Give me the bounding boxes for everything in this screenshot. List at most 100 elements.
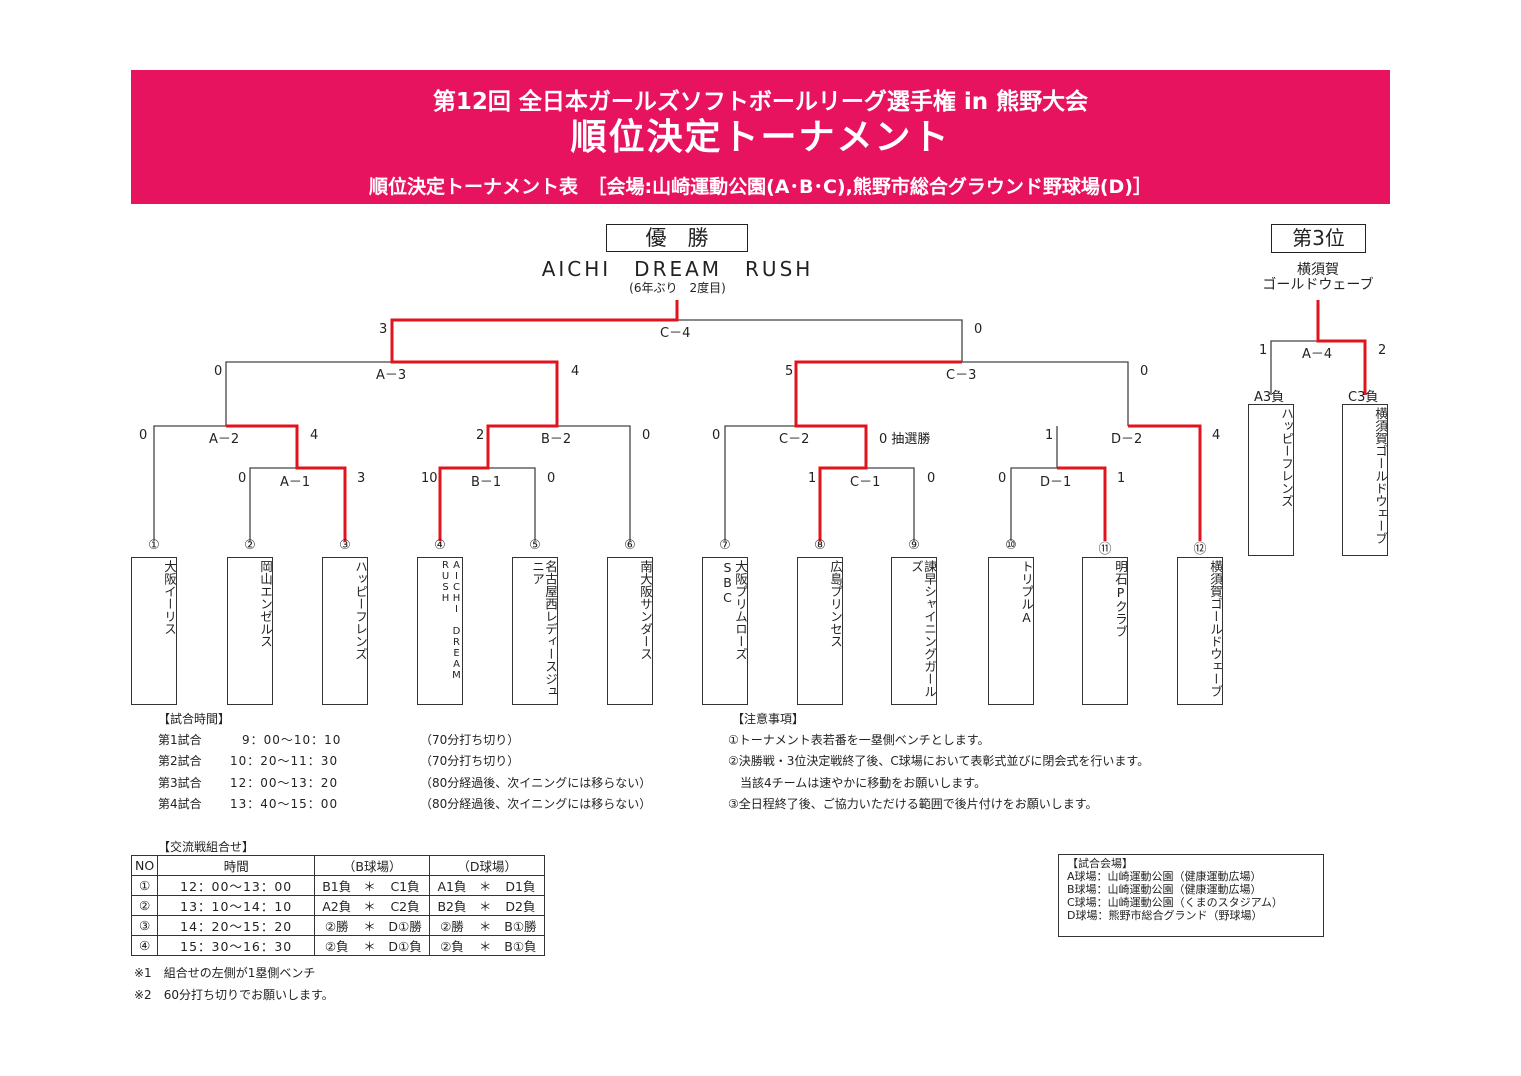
table-row: ③ 14：20～15：20 ②勝 ＊ D①勝 ②勝 ＊ B①勝 bbox=[130, 915, 546, 936]
team-box-3: ハッピーフレンズ bbox=[322, 557, 368, 705]
seed-1: ① bbox=[148, 538, 160, 553]
game-a1-label: A－1 bbox=[280, 475, 311, 490]
schedule-game-2: 第2試合 bbox=[158, 754, 202, 768]
team-name: 諫早シャイニングガールズ bbox=[909, 560, 937, 698]
seed-6: ⑥ bbox=[624, 538, 636, 553]
schedule-title: 【試合時間】 bbox=[158, 712, 231, 726]
cell: C1負 bbox=[380, 875, 431, 896]
cell: B1負 bbox=[314, 875, 359, 896]
team-name: 南大阪サンダース bbox=[638, 560, 653, 660]
cell: ② bbox=[130, 895, 159, 916]
schedule-note-2: （70分打ち切り） bbox=[420, 754, 520, 768]
cross-game-table: NO 時間 （B球場） （D球場） ① 12：00～13：00 B1負 ＊ C1… bbox=[130, 855, 546, 956]
team-box-7: 大阪プリムローズSBC bbox=[702, 557, 748, 705]
game-a4-right-score: 2 bbox=[1378, 343, 1387, 358]
seed-5: ⑤ bbox=[529, 538, 541, 553]
third-place-label: 第3位 bbox=[1271, 224, 1366, 253]
team-box-12: 横須賀ゴールドウェーブ bbox=[1177, 557, 1223, 705]
table-header-row: NO 時間 （B球場） （D球場） bbox=[130, 855, 546, 876]
cell: 13：10～14：10 bbox=[157, 895, 316, 916]
game-d2-right-score: 4 bbox=[1212, 428, 1221, 443]
game-a2-left-score: 0 bbox=[139, 428, 148, 443]
cell: B①勝 bbox=[496, 915, 546, 936]
third-right-label: C3負 bbox=[1348, 390, 1379, 405]
team-name: ハッピーフレンズ bbox=[353, 560, 368, 660]
cell: A1負 bbox=[429, 875, 474, 896]
seed-7: ⑦ bbox=[719, 538, 731, 553]
schedule-game-1: 第1試合 bbox=[158, 733, 202, 747]
third-place-team-line2: ゴールドウェーブ bbox=[1262, 277, 1374, 293]
seed-10: ⑩ bbox=[1005, 538, 1017, 553]
game-b1-right-score: 0 bbox=[547, 471, 556, 486]
page-title: 順位決定トーナメント bbox=[570, 117, 951, 158]
venue-title: 【試合会場】 bbox=[1067, 857, 1133, 870]
schedule-game-3: 第3試合 bbox=[158, 776, 202, 790]
schedule-note-3: （80分経過後、次イニングには移らない） bbox=[420, 776, 652, 790]
note-item-3: 当該4チームは速やかに移動をお願いします。 bbox=[728, 776, 987, 790]
game-c4-left-score: 3 bbox=[379, 322, 388, 337]
game-b2-right-score: 0 bbox=[642, 428, 651, 443]
game-c1-left-score: 1 bbox=[808, 471, 817, 486]
cell: B①負 bbox=[496, 935, 546, 956]
venue-subtitle: 順位決定トーナメント表 ［会場:山崎運動公園(A･B･C),熊野市総合グラウンド… bbox=[369, 176, 1152, 198]
game-b2-label: B－2 bbox=[541, 432, 572, 447]
game-c2-left-score: 0 bbox=[712, 428, 721, 443]
schedule-time-3: 12：00～13：20 bbox=[230, 776, 339, 790]
seed-4: ④ bbox=[434, 538, 446, 553]
champion-note: (6年ぶり 2度目) bbox=[629, 281, 726, 295]
team-box-6: 南大阪サンダース bbox=[607, 557, 653, 705]
game-a3-label: A－3 bbox=[376, 368, 407, 383]
schedule-note-4: （80分経過後、次イニングには移らない） bbox=[420, 797, 652, 811]
game-a3-left-score: 0 bbox=[214, 364, 223, 379]
team-box-11: 明石Pクラブ bbox=[1082, 557, 1128, 705]
game-c1-right-score: 0 bbox=[927, 471, 936, 486]
team-name: 名古屋西レディースジュニア bbox=[530, 560, 558, 698]
cross-footnote-1: ※1 組合せの左側が1塁側ベンチ bbox=[134, 966, 316, 980]
schedule-game-4: 第4試合 bbox=[158, 797, 202, 811]
cell: ＊ bbox=[358, 875, 381, 896]
col-no: NO bbox=[130, 855, 159, 876]
cell: ＊ bbox=[473, 935, 497, 956]
event-title: 第12回 全日本ガールズソフトボールリーグ選手権 in 熊野大会 bbox=[432, 89, 1089, 115]
game-a1-right-score: 3 bbox=[357, 471, 366, 486]
team-box-2: 岡山エンゼルス bbox=[227, 557, 273, 705]
table-row: ① 12：00～13：00 B1負 ＊ C1負 A1負 ＊ D1負 bbox=[130, 875, 546, 896]
game-a2-label: A－2 bbox=[209, 432, 240, 447]
game-d1-left-score: 0 bbox=[998, 471, 1007, 486]
team-name: トリプルA bbox=[1019, 560, 1034, 625]
game-c4-label: C－4 bbox=[660, 326, 691, 341]
bracket-lines bbox=[153, 319, 1318, 541]
game-d1-right-score: 1 bbox=[1117, 471, 1126, 486]
third-team-box-left: ハッピーフレンズ bbox=[1248, 404, 1294, 556]
winner-lines bbox=[226, 300, 1367, 541]
cell: ＊ bbox=[473, 915, 497, 936]
col-d-field: （D球場） bbox=[429, 855, 546, 876]
game-a3-right-score: 4 bbox=[571, 364, 580, 379]
cell: ＊ bbox=[358, 915, 381, 936]
game-a4-label: A－4 bbox=[1302, 347, 1333, 362]
title-banner: 第12回 全日本ガールズソフトボールリーグ選手権 in 熊野大会 順位決定トーナ… bbox=[131, 70, 1390, 204]
team-name: 横須賀ゴールドウェーブ bbox=[1208, 560, 1223, 698]
cell: D①勝 bbox=[380, 915, 431, 936]
game-b1-left-score: 10 bbox=[421, 471, 438, 486]
game-c3-left-score: 5 bbox=[785, 364, 794, 379]
team-name: ハッピーフレンズ bbox=[1279, 407, 1294, 507]
cross-title: 【交流戦組合せ】 bbox=[158, 840, 255, 854]
team-name: 横須賀ゴールドウェーブ bbox=[1373, 407, 1388, 545]
table-row: ② 13：10～14：10 A2負 ＊ C2負 B2負 ＊ D2負 bbox=[130, 895, 546, 916]
team-box-1: 大阪イーリス bbox=[131, 557, 177, 705]
team-box-4: AICHI DREAM RUSH bbox=[417, 557, 463, 705]
game-d2-left-score: 1 bbox=[1045, 428, 1054, 443]
cell: ① bbox=[130, 875, 159, 896]
cell: ②勝 bbox=[429, 915, 474, 936]
cross-footnote-2: ※2 60分打ち切りでお願いします。 bbox=[134, 988, 334, 1002]
table-row: ④ 15：30～16：30 ②負 ＊ D①負 ②負 ＊ B①負 bbox=[130, 935, 546, 956]
game-c3-label: C－3 bbox=[946, 368, 977, 383]
game-c3-right-score: 0 bbox=[1140, 364, 1149, 379]
schedule-time-1: 9：00～10：10 bbox=[242, 733, 342, 747]
third-team-box-right: 横須賀ゴールドウェーブ bbox=[1342, 404, 1388, 556]
cell: ②負 bbox=[314, 935, 359, 956]
note-item-4: ③全日程終了後、ご協力いただける範囲で後片付けをお願いします。 bbox=[728, 797, 1098, 811]
venue-box: 【試合会場】 A球場：山崎運動公園（健康運動広場） B球場：山崎運動公園（健康運… bbox=[1058, 854, 1324, 937]
